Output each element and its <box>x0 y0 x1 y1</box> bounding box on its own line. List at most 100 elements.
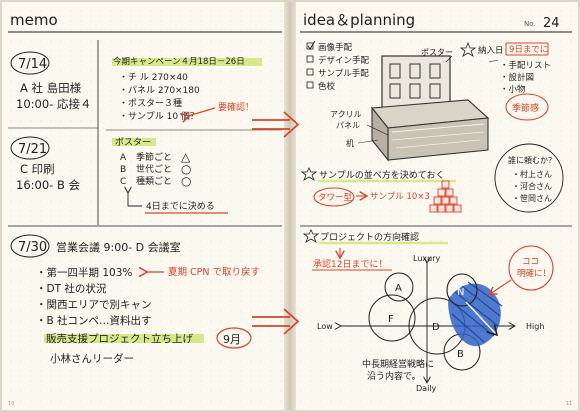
sample-heading: サンプルの並べ方を決めておく <box>319 169 444 181</box>
bottom-note-line2: 沿う内容で。 <box>367 370 421 382</box>
who-name: ・村上さん <box>512 169 552 179</box>
axis-right-label: High <box>526 322 544 331</box>
poster-options: ポスター A 季節ごと △ B 世代ごと ○ C 種類ごと ○ 4日までに決める <box>112 137 228 214</box>
axis-bottom-label: Daily <box>416 384 437 393</box>
date-circle <box>10 136 50 160</box>
checklist-item: デザイン手配 <box>318 55 370 66</box>
meeting-item: ・DT 社の状況 <box>36 282 107 295</box>
who-circle <box>494 143 564 213</box>
circle-mark: ○ <box>181 174 191 188</box>
who-name: ・河合さん <box>512 181 552 191</box>
number-value: 24 <box>543 16 560 31</box>
triangle-mark: △ <box>181 150 191 164</box>
circle-n: N <box>446 273 503 347</box>
circle-f <box>368 294 416 342</box>
poster-row-label: 世代ごと <box>136 163 172 175</box>
poster-title: ポスター <box>115 137 151 148</box>
project-month: 9月 <box>223 333 241 346</box>
entry-7-14: 7/14 A 社 島田様 10:00- 応接４ <box>10 51 91 111</box>
axis-top-label: Luxury <box>413 254 440 263</box>
campaign-item: ・サンプル 10 個？ <box>119 110 199 122</box>
date-circle <box>10 51 50 75</box>
memo-title: memo <box>10 11 58 29</box>
entry-line: 10:00- 応接４ <box>16 97 91 111</box>
meeting-item: ・第一四半期 103% <box>36 266 132 279</box>
confirm-arrow <box>188 107 216 116</box>
summer-note: 夏期 CPN で取り戻す <box>168 266 260 278</box>
deadline-arrow <box>128 192 142 207</box>
delivery-item: ・小物 <box>500 84 526 95</box>
star-icon <box>302 229 320 243</box>
circle-n-outline <box>446 273 478 307</box>
desk-label: 机 <box>346 138 354 148</box>
circle-f-label: F <box>388 314 394 325</box>
campaign-title: 今期キャンペーン４月18日－26日 <box>113 56 245 67</box>
cross-page-arrows <box>252 111 300 335</box>
season-circle <box>505 93 549 121</box>
idea-planning-title: idea＆planning <box>303 11 415 29</box>
tower-label: タワー型 <box>318 193 353 203</box>
highlight <box>112 58 262 66</box>
acrylic-label: アクリルパネル <box>330 110 362 130</box>
sample-block: サンプルの並べ方を決めておく タワー型 サンプル 10×3 <box>300 167 462 213</box>
checkbox[interactable] <box>306 81 314 89</box>
date-circle <box>10 234 50 258</box>
circle-a <box>384 272 414 302</box>
poster-row-label: 季節ごと <box>136 151 172 163</box>
poster-row-key: C <box>120 177 126 187</box>
arrow-bottom <box>252 308 300 335</box>
checklist: 画像手配 デザイン手配 サンプル手配 色校 <box>306 40 370 92</box>
checklist-item: 画像手配 <box>318 42 353 53</box>
number-label: No. <box>524 20 536 28</box>
approval-note: 承認12日までに！ <box>313 258 387 270</box>
direction-heading: プロジェクトの方向確認 <box>320 231 419 243</box>
sample-pyramid <box>429 180 462 213</box>
star-icon <box>300 167 318 181</box>
campaign-block: 今期キャンペーン４月18日－26日 ・チ ル 270×40 ・パネル 270×1… <box>112 56 262 122</box>
delivery-item: ・設計図 <box>500 72 534 83</box>
circle-a-label: A <box>395 283 402 294</box>
star-icon <box>459 41 477 57</box>
campaign-item: ・ポスター３種 <box>119 98 182 109</box>
who-to-ask: 誰に頼むか？ ・村上さん ・河合さん ・笹岡さん <box>494 143 564 213</box>
checklist-item: サンプル手配 <box>318 68 369 79</box>
gutter <box>284 2 296 410</box>
circle-d-label: D <box>432 322 440 333</box>
clear-note-line1: ココ <box>522 257 539 267</box>
meeting-7-30: 7/30 営業会議 9:00- D 会議室 ・第一四半期 103% ・DT 社の… <box>10 234 260 365</box>
season-note: 季節感 <box>512 102 539 114</box>
axis-left-label: Low <box>317 322 333 331</box>
poster-row-key: B <box>120 165 126 175</box>
arrow-top <box>252 111 300 138</box>
poster-board <box>381 55 451 111</box>
poster-row-label: 種類ごと <box>136 175 172 187</box>
checkbox[interactable] <box>306 68 314 76</box>
confirm-note: 要確認！ <box>218 101 254 113</box>
highlight <box>44 334 204 343</box>
clear-note: ココ 明確に！ <box>490 245 554 294</box>
checkbox[interactable] <box>306 55 314 63</box>
entry-line: C 印刷 <box>20 162 55 176</box>
meeting-date: 7/30 <box>18 240 47 255</box>
date-box <box>505 42 549 56</box>
left-page-number: 10 <box>8 401 14 407</box>
sample-count: サンプル 10×3 <box>370 192 430 202</box>
campaign-item: ・パネル 270×180 <box>119 85 200 96</box>
who-name: ・笹岡さん <box>512 193 552 203</box>
entry-line: A 社 島田様 <box>20 81 82 95</box>
clear-note-line2: 明確に！ <box>517 268 551 279</box>
meeting-title: 営業会議 9:00- D 会議室 <box>56 240 181 254</box>
campaign-item: ・チ ル 270×40 <box>119 72 188 83</box>
circle-mark: ○ <box>181 162 191 176</box>
entry-date: 7/14 <box>18 57 47 72</box>
bottom-note-line1: 中長期経営戦略に <box>362 358 434 370</box>
delivery-label: 納入日 <box>478 45 504 56</box>
poster-row-key: A <box>120 153 127 163</box>
meeting-item: ・B 社コンペ…資料出す <box>36 314 152 327</box>
entry-7-21: 7/21 C 印刷 16:00- B 会 <box>10 136 80 192</box>
check-mark <box>307 40 316 50</box>
entry-date: 7/21 <box>18 142 47 157</box>
deadline-note: 4日までに決める <box>146 200 215 212</box>
display-sketch: ポスター アクリルパネル 机 <box>330 48 490 162</box>
meeting-item: ・関西エリアで別キャン <box>36 299 152 311</box>
